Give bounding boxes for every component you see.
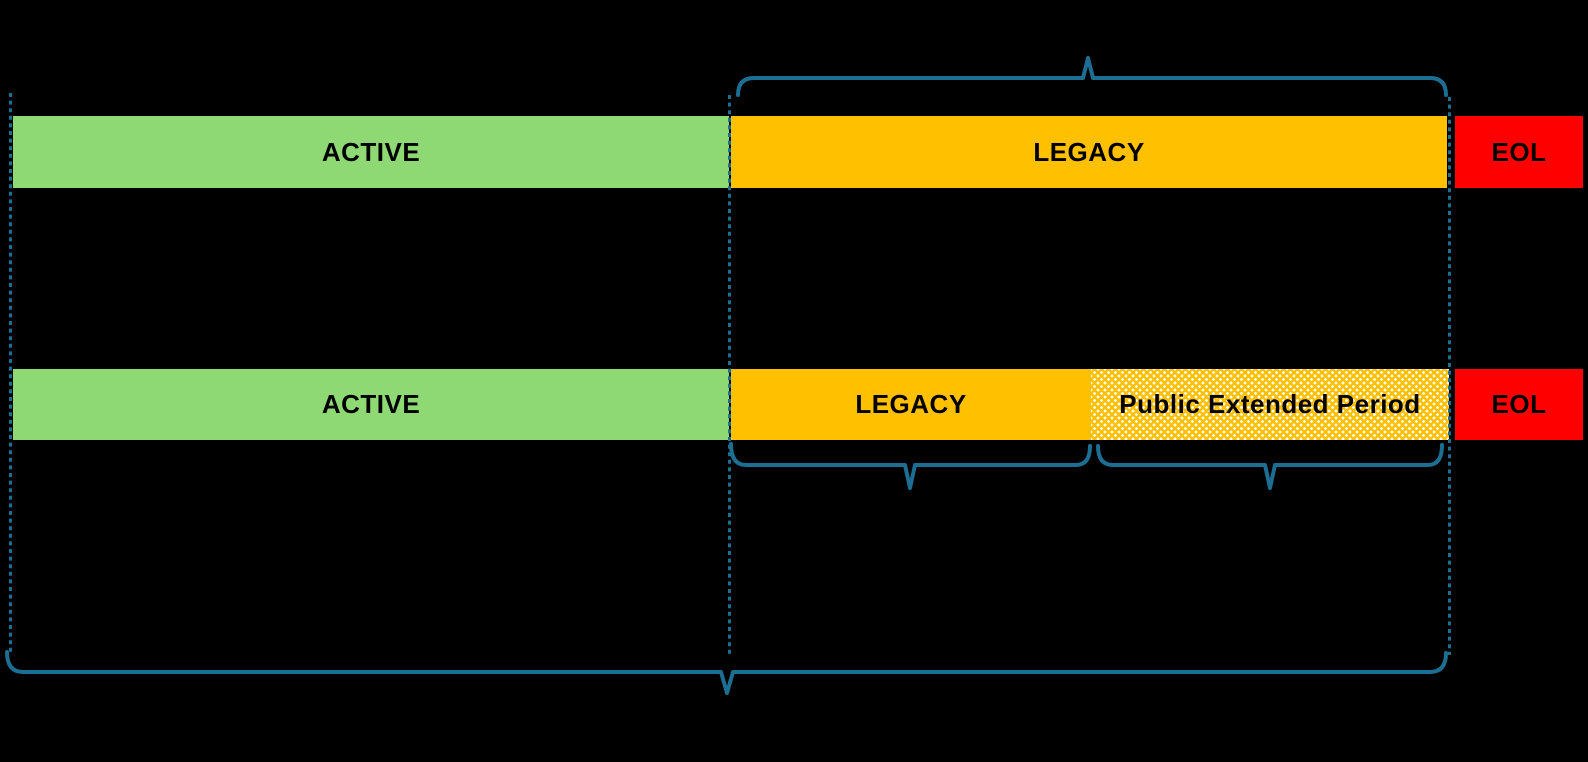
row1-legacy-bar: LEGACY [731, 116, 1447, 188]
row2-eol-bar: EOL [1455, 369, 1583, 440]
brace-row2-public-extended-period [1096, 443, 1444, 490]
brace-row2-legacy [729, 442, 1092, 490]
row1-active-bar: ACTIVE [13, 116, 729, 188]
row2-eol-label: EOL [1491, 389, 1547, 419]
brace-top-legacy [736, 56, 1448, 97]
row2-public-extended-period-bar: Public Extended Period [1091, 369, 1449, 440]
row2-active-bar: ACTIVE [13, 369, 729, 440]
row1-eol-bar: EOL [1455, 116, 1583, 188]
row2-active-label: ACTIVE [321, 389, 421, 419]
row2-public-extended-period-label: Public Extended Period [1119, 389, 1421, 419]
row1-active-label: ACTIVE [321, 136, 421, 167]
row2-legacy-label: LEGACY [855, 389, 967, 419]
row1-eol-label: EOL [1491, 136, 1547, 167]
row2-legacy-bar: LEGACY [731, 369, 1091, 440]
brace-bottom-full-width [5, 650, 1448, 695]
row1-legacy-label: LEGACY [1033, 136, 1145, 167]
